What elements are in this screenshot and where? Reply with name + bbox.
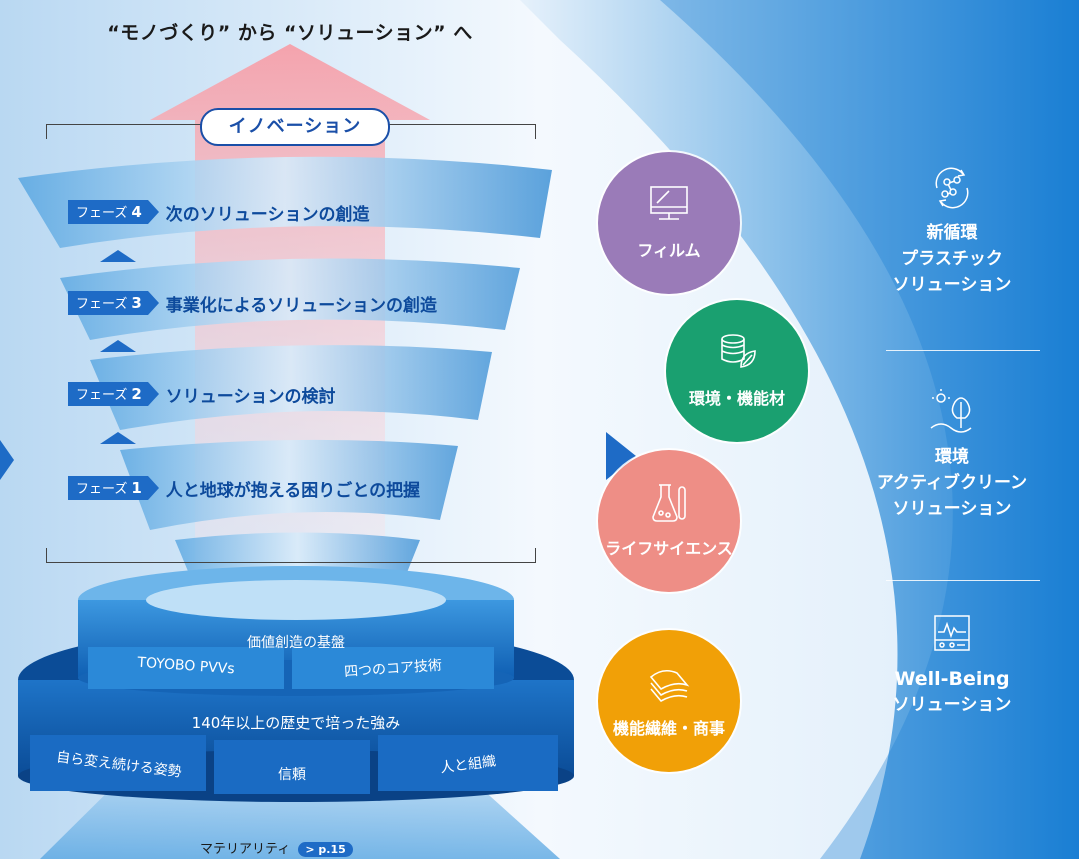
solution-separator-2 (886, 580, 1040, 581)
recycle-network-icon (935, 167, 969, 209)
materiality: マテリアリティ > p.15 (200, 838, 353, 857)
business-functional-textiles-label: 機能繊維・商事 (612, 719, 725, 738)
business-life-science-label: ライフサイエンス (605, 539, 733, 558)
business-film: フィルム (598, 152, 740, 294)
business-functional-textiles: 機能繊維・商事 (598, 630, 740, 772)
strength-item-trust: 信頼 (278, 767, 306, 783)
business-life-science: ライフサイエンス (598, 450, 740, 592)
film-monitor-icon (650, 186, 688, 220)
solution-circular-plastics: 新循環 プラスチック ソリューション (852, 164, 1052, 298)
solution-well-being-line-2: ソリューション (892, 695, 1012, 715)
innovation-label: イノベーション (200, 108, 390, 146)
solution-well-being: Well-Being ソリューション (852, 614, 1052, 718)
phase-1-text: 人と地球が抱える困りごとの把握 (165, 480, 421, 501)
fabric-layers-icon (649, 669, 690, 703)
sun-tree-icon (930, 389, 972, 433)
strengths-title: 140年以上の歴史で培った強み (191, 714, 401, 732)
solution-active-clean-line-3: ソリューション (892, 499, 1012, 519)
flask-icon (652, 484, 686, 522)
foundation-title: 価値創造の基盤 (247, 635, 345, 651)
phase-bracket-bottom (46, 548, 536, 563)
solution-circular-plastics-line-1: 新循環 (926, 223, 978, 243)
business-environment-materials: 環境・機能材 (666, 300, 808, 442)
coins-leaf-icon (721, 334, 756, 368)
materiality-label: マテリアリティ (200, 842, 291, 857)
materiality-page-link[interactable]: > p.15 (298, 842, 353, 857)
solution-circular-plastics-line-3: ソリューション (892, 275, 1012, 295)
phase-2-text: ソリューションの検討 (165, 386, 336, 407)
vital-monitor-icon (934, 615, 970, 651)
solution-separator-1 (886, 350, 1040, 351)
business-environment-materials-label: 環境・機能材 (688, 389, 785, 408)
solution-circular-plastics-line-2: プラスチック (901, 249, 1003, 269)
business-film-label: フィルム (637, 241, 701, 260)
headline: “モノづくり” から “ソリューション” へ (107, 22, 473, 44)
phase-3-text: 事業化によるソリューションの創造 (165, 295, 437, 316)
solution-active-clean-line-2: アクティブクリーン (876, 473, 1028, 493)
phase-4-text: 次のソリューションの創造 (165, 204, 370, 225)
solution-active-clean-line-1: 環境 (935, 447, 969, 467)
solution-well-being-line-1: Well-Being (894, 668, 1010, 690)
solution-active-clean: 環境 アクティブクリーン ソリューション (852, 388, 1052, 522)
